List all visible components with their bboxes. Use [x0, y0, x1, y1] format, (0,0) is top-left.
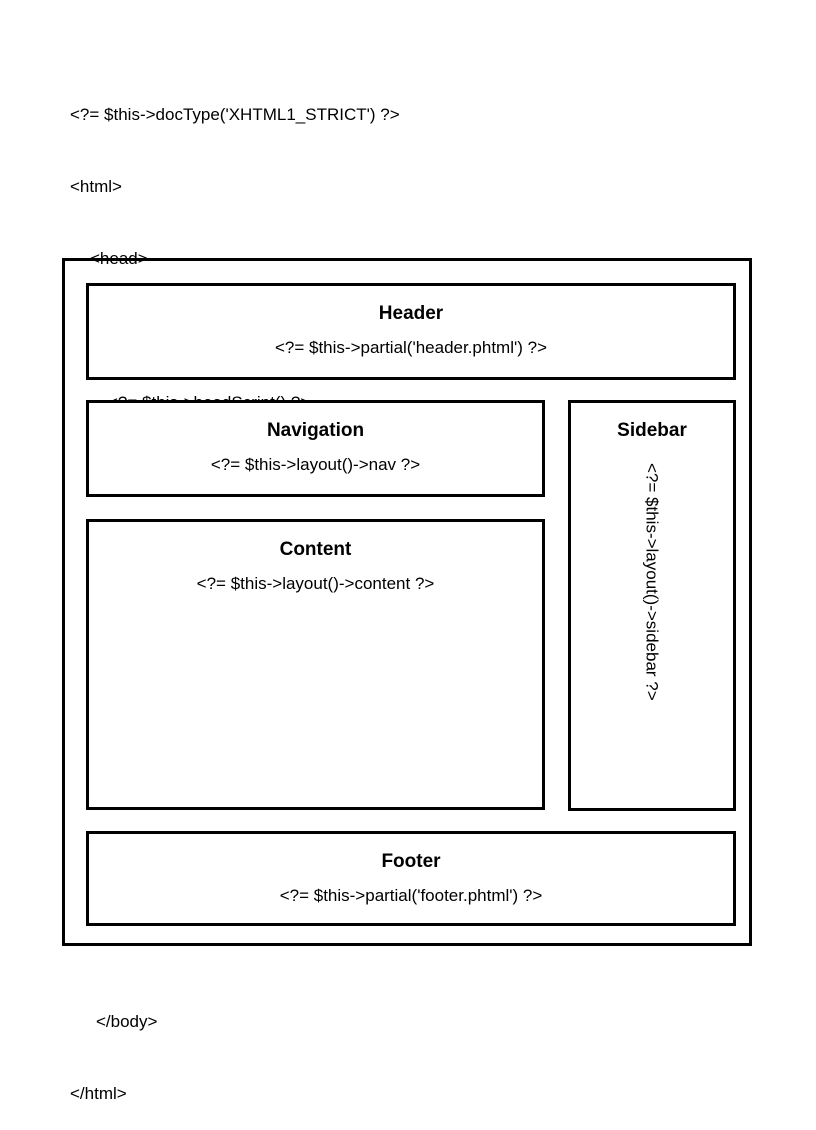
region-sidebar-title: Sidebar	[617, 420, 687, 441]
region-header-title: Header	[378, 303, 444, 324]
source-code-bottom: </body> </html>	[0, 962, 816, 1130]
region-header: Header <?= $this->partial('header.phtml'…	[86, 283, 736, 380]
region-navigation-code: <?= $this->layout()->nav ?>	[210, 455, 421, 474]
region-footer-code: <?= $this->partial('footer.phtml') ?>	[279, 886, 543, 905]
region-content-code: <?= $this->layout()->content ?>	[196, 574, 435, 593]
region-content-title: Content	[279, 539, 352, 560]
region-sidebar-code-wrapper: <?= $this->layout()->sidebar ?>	[571, 463, 733, 803]
region-sidebar-code: <?= $this->layout()->sidebar ?>	[642, 463, 662, 701]
region-footer-title: Footer	[381, 851, 441, 872]
code-line: <?= $this->docType('XHTML1_STRICT') ?>	[70, 105, 400, 124]
code-line: </body>	[96, 1012, 158, 1031]
region-header-code: <?= $this->partial('header.phtml') ?>	[274, 338, 548, 357]
region-navigation-title: Navigation	[266, 420, 365, 441]
code-line: </html>	[70, 1084, 127, 1103]
region-sidebar: Sidebar <?= $this->layout()->sidebar ?>	[568, 400, 736, 811]
region-navigation: Navigation <?= $this->layout()->nav ?>	[86, 400, 545, 497]
layout-diagram-outer-box: Header <?= $this->partial('header.phtml'…	[62, 258, 752, 946]
code-line: <html>	[70, 177, 122, 196]
region-content: Content <?= $this->layout()->content ?>	[86, 519, 545, 810]
region-footer: Footer <?= $this->partial('footer.phtml'…	[86, 831, 736, 926]
